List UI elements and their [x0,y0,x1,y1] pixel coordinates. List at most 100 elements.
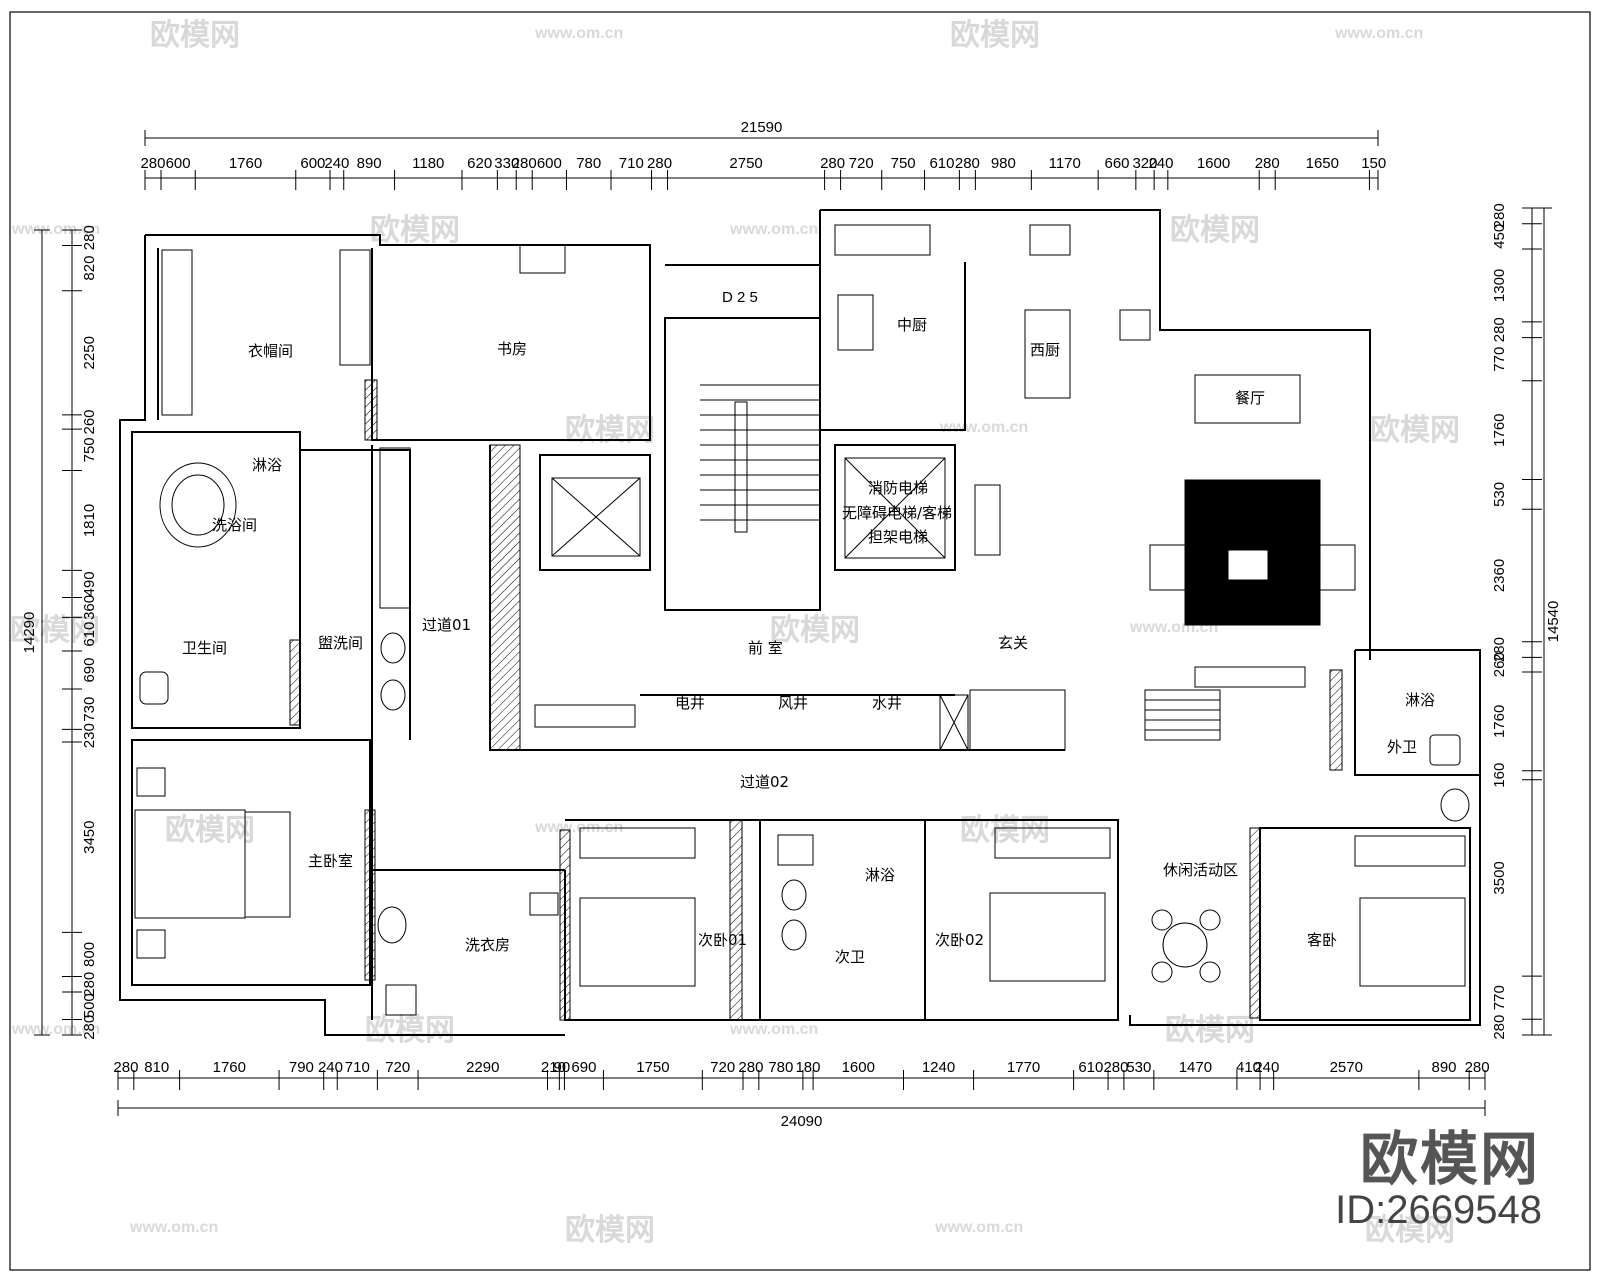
dimension-value: 450 [1491,224,1508,249]
watermark-brand: 欧模网 [770,613,860,648]
room-label-bath-room: 洗浴间 [212,516,257,534]
dimension-value: 410 [1236,1059,1261,1076]
dimension-value: 150 [1361,155,1386,172]
dimension-value: 240 [1148,155,1173,172]
elevator-label-fire: 消防电梯 [868,479,928,497]
room-label-secondary-bath: 次卫 [835,948,865,966]
dimension-value: 1810 [81,504,98,537]
corner-id: ID:2669548 [1335,1188,1542,1232]
dimension-value: 1760 [213,1059,246,1076]
dimension-value: 2250 [81,336,98,369]
dimension-value: 3500 [1491,861,1508,894]
watermark-brand: 欧模网 [565,413,655,448]
dimension-value: 610 [1078,1059,1103,1076]
dimension-value: 3450 [81,821,98,854]
dimension-value: 610 [81,622,98,647]
dimension-value: 230 [81,723,98,748]
dimension-value: 750 [81,437,98,462]
dimension-value: 980 [991,155,1016,172]
dimension-value: 1760 [229,155,262,172]
room-label-bedroom-02: 次卧02 [935,931,984,949]
dimension-value: 260 [81,409,98,434]
dimension-value: 280 [738,1059,763,1076]
dimension-value: 710 [619,155,644,172]
dimension-value: 1650 [1306,155,1339,172]
elevators [551,457,969,751]
room-label-washroom: 盥洗间 [318,634,363,652]
room-label-cloakroom: 衣帽间 [248,342,293,360]
room-label-chinese-kitchen: 中厨 [897,316,927,334]
furniture [134,224,1470,1016]
dimension-chain-right: 2804501300280770176053023602802601760160… [1491,203,1562,1039]
dimension-value: 280 [81,225,98,250]
dimension-value: 890 [1432,1059,1457,1076]
dimension-value: 690 [571,1059,596,1076]
room-label-shower-2: 淋浴 [865,866,895,884]
watermark-url: www.om.cn [534,25,623,42]
hatched-walls [289,379,1343,1021]
watermark-layer: 欧模网 www.om.cn 欧模网 www.om.cn 欧模网 www.om.c… [10,18,1460,1248]
dimension-value: 280 [1491,637,1508,662]
room-label-outer-bath: 外卫 [1387,738,1417,756]
dimension-value: 2290 [466,1059,499,1076]
dimension-value: 500 [81,993,98,1018]
watermark-url: www.om.cn [934,1219,1023,1236]
dimension-value: 890 [357,155,382,172]
dimension-value: 280 [1491,1015,1508,1040]
watermark-brand: 欧模网 [960,813,1050,848]
dimension-value: 280 [820,155,845,172]
dimension-value: 240 [324,155,349,172]
dimension-value: 780 [576,155,601,172]
dimension-value: 280 [1491,203,1508,228]
dimension-value: 2750 [729,155,762,172]
room-label-foyer: 玄关 [998,634,1028,652]
dimension-value: 280 [1491,317,1508,342]
dimension-value: 1170 [1049,155,1081,172]
elevator-label-accessible: 无障碍电梯/客梯 [842,504,952,522]
stair-note: D 2 5 [722,289,758,306]
dimension-value: 780 [768,1059,793,1076]
dimension-value: 2360 [1491,559,1508,592]
watermark-brand: 欧模网 [1365,1213,1455,1248]
watermark-brand: 欧模网 [10,613,100,648]
watermark-brand: 欧模网 [1370,413,1460,448]
dimension-value: 280 [1103,1059,1128,1076]
room-label-western-kitchen: 西厨 [1030,341,1060,359]
watermark-url: www.om.cn [129,1219,218,1236]
corner-brand: 欧模网 [1359,1125,1540,1193]
dimension-value: 160 [1491,763,1508,788]
dimension-value: 620 [467,155,492,172]
shaft-label-electric: 电井 [675,694,705,712]
dimension-value: 690 [81,658,98,683]
dimension-value: 720 [385,1059,410,1076]
dimension-value: 530 [1491,482,1508,507]
room-label-corridor-01: 过道01 [422,616,471,634]
dimension-value: 820 [81,256,98,281]
dimension-value: 280 [955,155,980,172]
watermark-url: www.om.cn [939,419,1028,436]
room-label-leisure: 休闲活动区 [1163,861,1238,879]
watermark-brand: 欧模网 [1165,1013,1255,1048]
room-label-anteroom: 前 室 [748,639,783,657]
dimension-value: 280 [140,155,165,172]
dimension-value: 1240 [922,1059,955,1076]
dimension-value: 240 [318,1059,343,1076]
dimension-value: 1770 [1007,1059,1040,1076]
dimension-value: 280 [81,972,98,997]
dimension-value: 1600 [842,1059,875,1076]
room-label-shower-3: 淋浴 [1405,691,1435,709]
dimension-value: 1750 [636,1059,669,1076]
watermark-brand: 欧模网 [150,18,240,53]
dimension-value: 770 [1491,985,1508,1010]
room-label-shower: 淋浴 [252,456,282,474]
stairs [700,384,1221,741]
dimension-total: 14290 [21,612,38,654]
dimension-value: 1180 [412,155,444,172]
watermark-url: www.om.cn [11,1021,100,1038]
dimension-value: 1300 [1491,269,1508,302]
dimension-value: 490 [81,571,98,596]
dimension-value: 710 [345,1059,370,1076]
